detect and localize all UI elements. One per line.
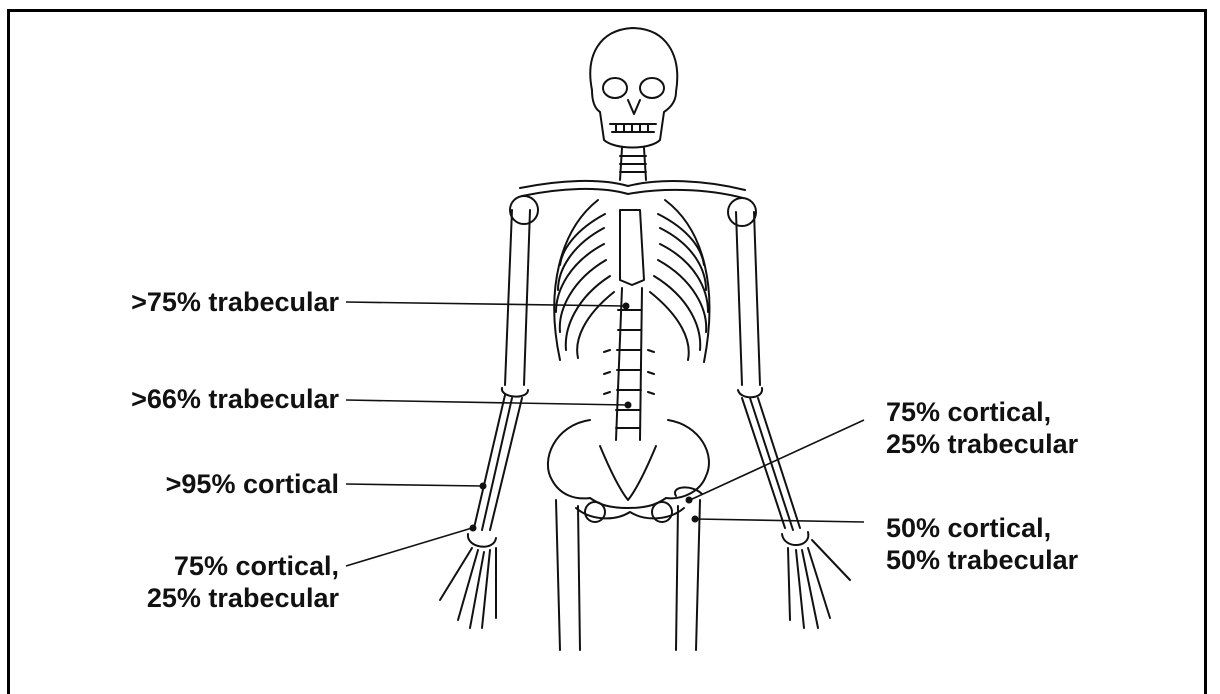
site-dot-lumbar-lower <box>625 402 632 409</box>
label-femoral-neck: 75% cortical, 25% trabecular <box>886 396 1078 460</box>
site-dot-forearm-mid <box>480 483 487 490</box>
leader-lines <box>346 302 864 566</box>
leader-line-forearm-mid <box>346 484 482 486</box>
site-dot-forearm-distal <box>470 525 477 532</box>
label-trochanter: 50% cortical, 50% trabecular <box>886 512 1078 576</box>
label-trochanter-line1: 50% cortical, <box>886 512 1078 544</box>
site-dot-trochanter <box>692 516 699 523</box>
leader-line-trochanter <box>696 519 864 522</box>
label-lumbar-lower: >66% trabecular <box>131 383 339 415</box>
leader-line-femoral-neck <box>690 420 864 500</box>
left-arm <box>440 210 530 628</box>
label-forearm-distal-line1: 75% cortical, <box>147 550 339 582</box>
rib-cage <box>554 200 709 362</box>
measurement-sites <box>470 303 699 532</box>
skull <box>590 28 677 148</box>
leader-line-lumbar-lower <box>346 400 627 405</box>
site-dot-femoral-neck <box>686 497 693 504</box>
right-arm <box>736 212 850 628</box>
pelvis <box>548 420 709 522</box>
shoulder-girdle <box>510 181 756 226</box>
label-trochanter-line2: 50% trabecular <box>886 544 1078 576</box>
cervical-spine <box>620 148 646 180</box>
label-forearm-distal: 75% cortical, 25% trabecular <box>147 550 339 614</box>
leader-line-forearm-distal <box>346 528 472 566</box>
label-femoral-neck-line1: 75% cortical, <box>886 396 1078 428</box>
label-lumbar-upper: >75% trabecular <box>131 286 339 318</box>
label-forearm-distal-line2: 25% trabecular <box>147 582 339 614</box>
spine <box>604 288 654 440</box>
label-femoral-neck-line2: 25% trabecular <box>886 428 1078 460</box>
label-forearm-mid: >95% cortical <box>166 468 339 500</box>
site-dot-lumbar-upper <box>623 303 630 310</box>
leader-line-lumbar-upper <box>346 302 625 306</box>
